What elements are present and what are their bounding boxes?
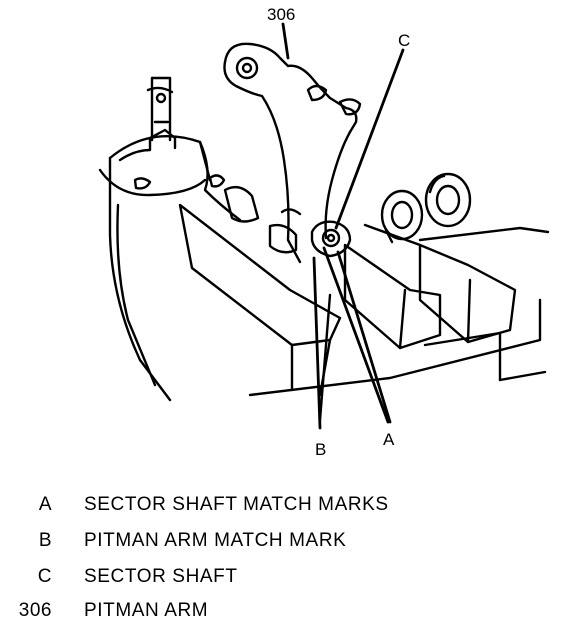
callout-b: B <box>315 440 326 459</box>
callout-a: A <box>383 430 395 449</box>
legend-key: B <box>38 530 52 551</box>
legend-row-c: C SECTOR SHAFT <box>0 566 576 592</box>
legend-text: PITMAN ARM <box>84 600 209 621</box>
frame-rail <box>248 226 550 422</box>
pitman-arm <box>223 42 362 264</box>
lock-washer <box>380 189 424 244</box>
legend-key: C <box>37 566 52 587</box>
legend-row-b: B PITMAN ARM MATCH MARK <box>0 530 576 556</box>
callout-306: 306 <box>267 5 295 24</box>
input-shaft <box>146 76 174 142</box>
legend-row-306: 306 PITMAN ARM <box>0 600 576 626</box>
legend-text: SECTOR SHAFT MATCH MARKS <box>84 494 389 515</box>
steering-gear-housing <box>98 128 298 402</box>
callout-c: C <box>398 31 410 50</box>
steering-gear-illustration: 306 C B A <box>98 5 550 459</box>
mounting-bracket <box>178 203 517 397</box>
leader-306 <box>281 22 290 60</box>
leader-a-2 <box>336 250 392 424</box>
sector-shaft-nut <box>310 220 352 258</box>
legend-row-a: A SECTOR SHAFT MATCH MARKS <box>0 494 576 520</box>
legend-text: SECTOR SHAFT <box>84 566 238 587</box>
leader-c <box>334 48 405 230</box>
leader-lines <box>281 22 405 430</box>
legend-key: 306 <box>18 600 52 621</box>
legend-key: A <box>38 494 52 515</box>
legend-text: PITMAN ARM MATCH MARK <box>84 530 347 551</box>
leader-a-1 <box>322 246 390 424</box>
leader-b <box>312 256 322 430</box>
pitman-nut <box>424 172 472 228</box>
